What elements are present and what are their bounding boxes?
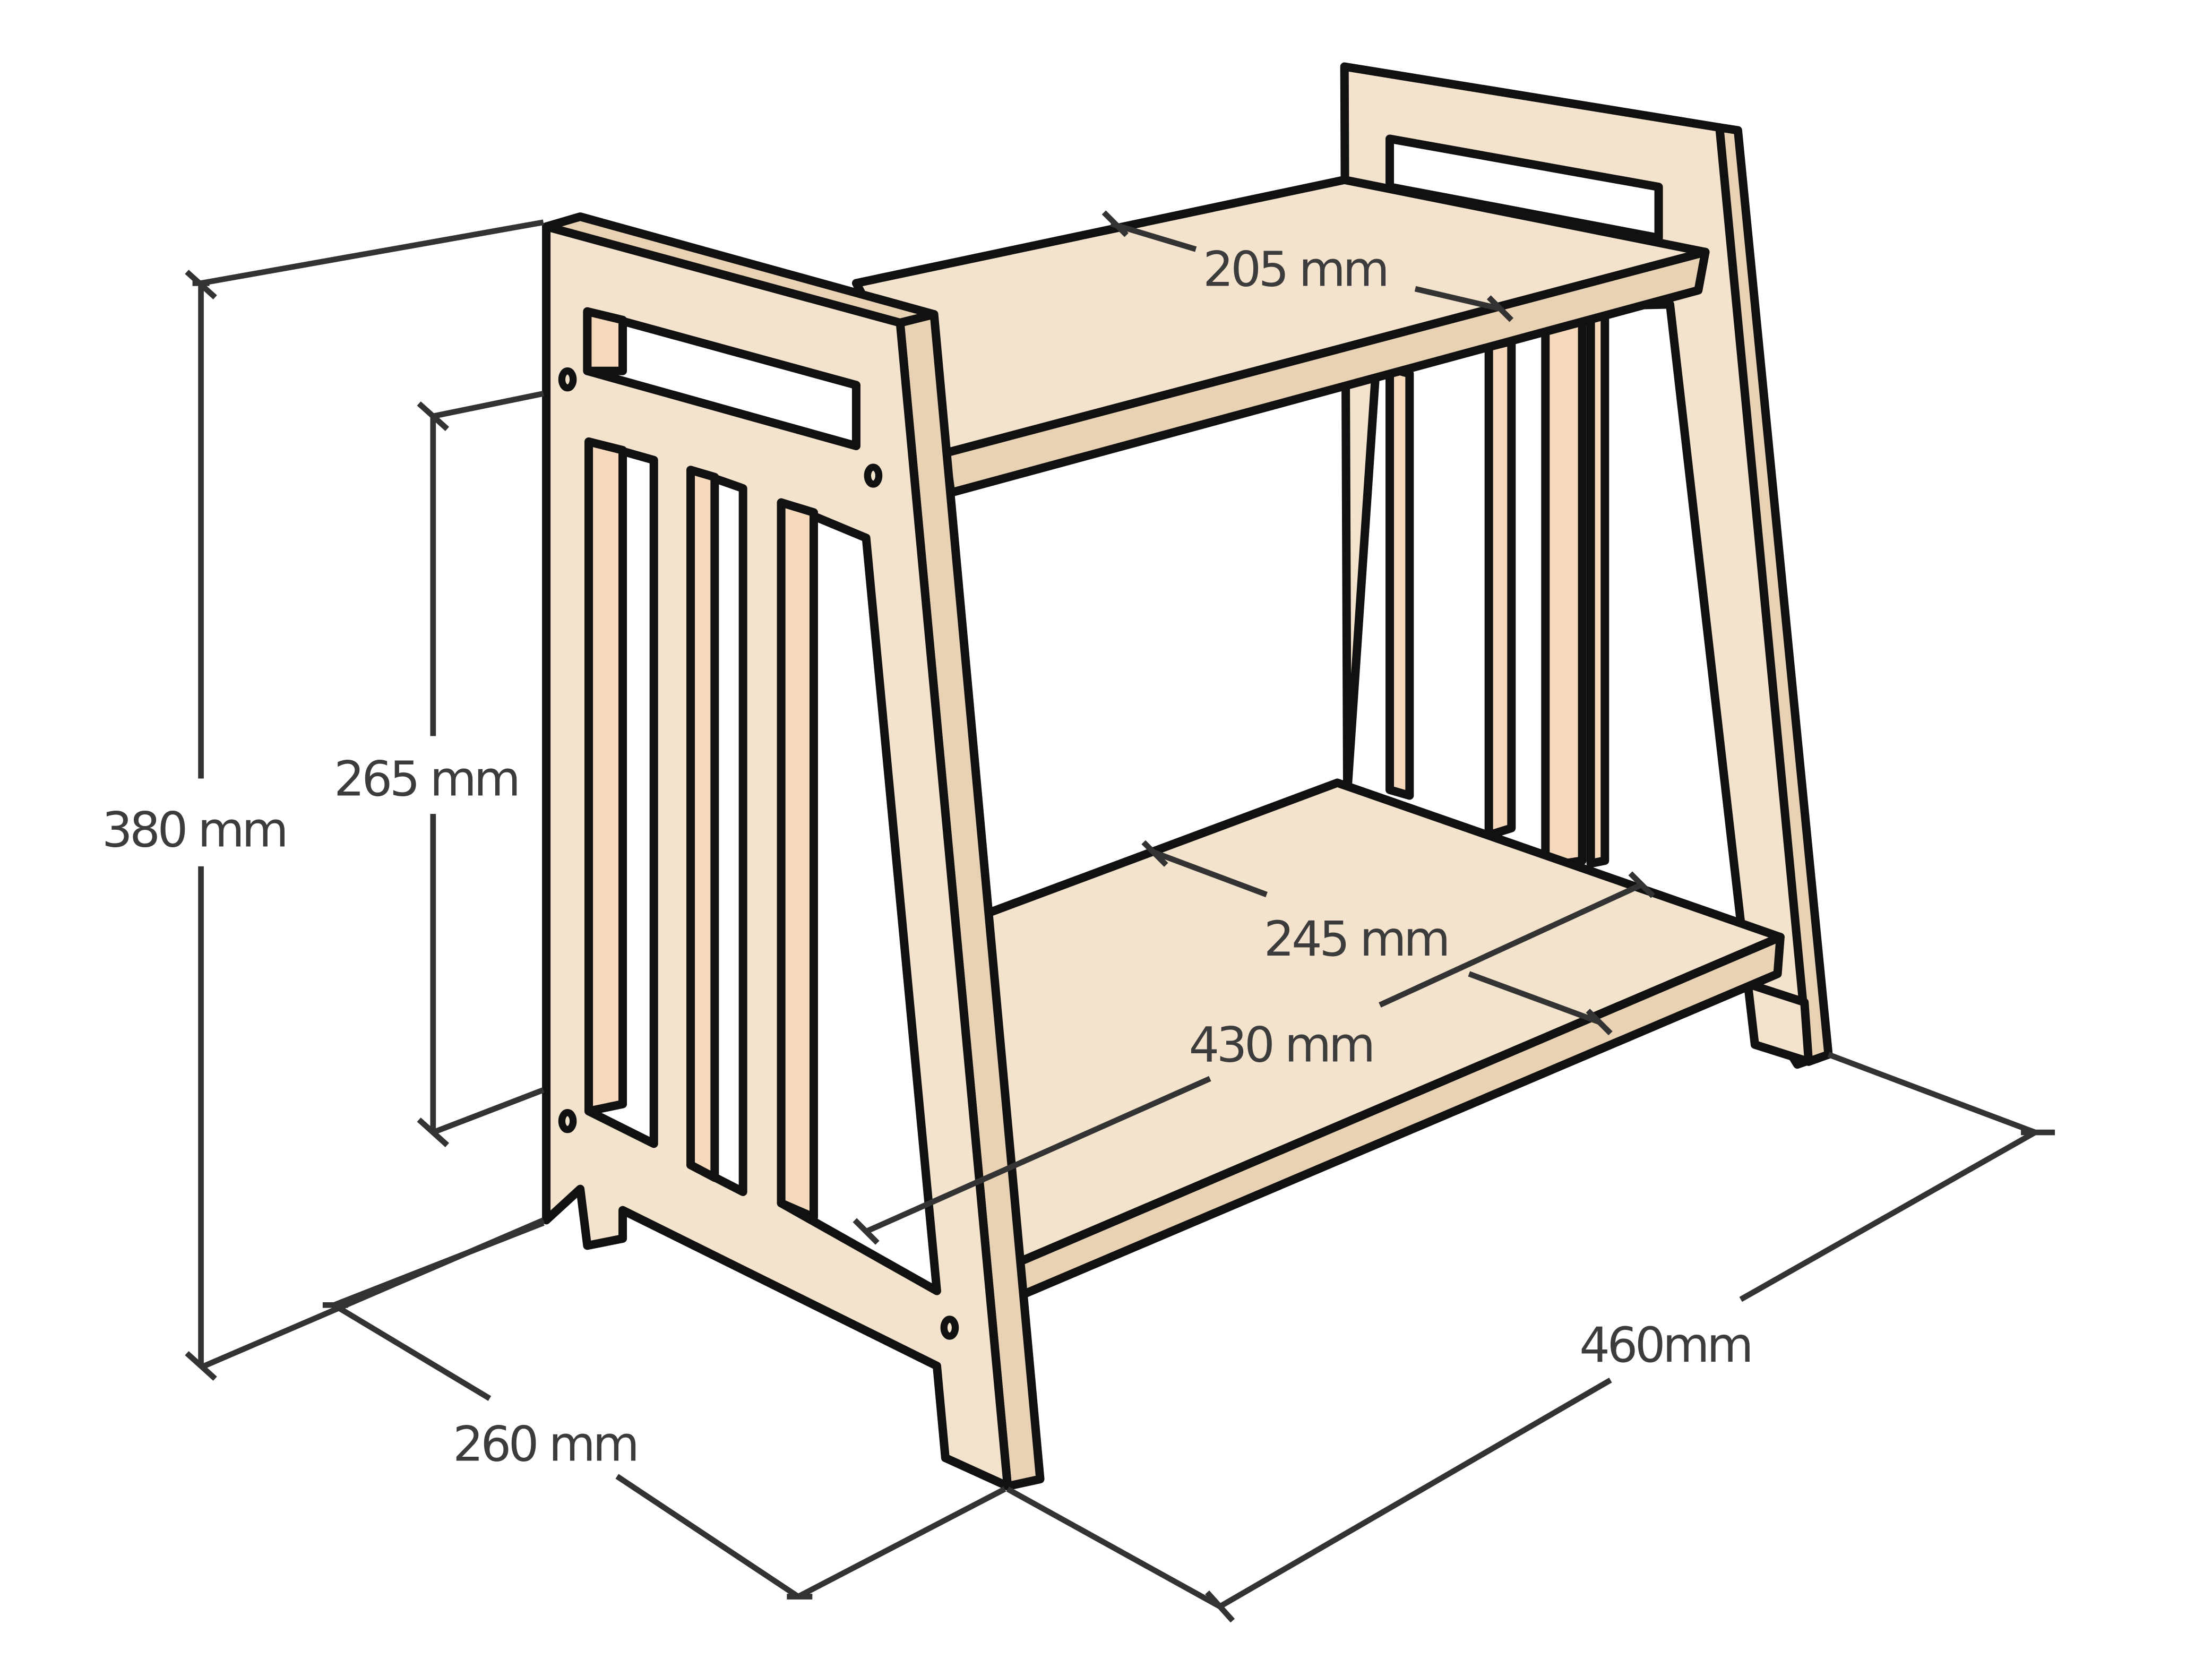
width-label: 460mm	[1579, 1318, 1751, 1373]
shelf-length-label: 430 mm	[1189, 1018, 1372, 1073]
bottom-shelf-depth-label: 245 mm	[1264, 912, 1448, 967]
side-height-label: 265 mm	[334, 752, 518, 807]
total-height-label: 380 mm	[102, 802, 286, 858]
top-shelf-depth-label: 205 mm	[1203, 242, 1387, 298]
dimension-labels: 380 mm 265 mm 205 mm 245 mm 430 mm 260 m…	[102, 242, 1754, 1473]
depth-label: 260 mm	[453, 1417, 636, 1473]
front-side-panel	[542, 212, 1045, 1491]
dimension-lines	[185, 210, 2055, 1623]
